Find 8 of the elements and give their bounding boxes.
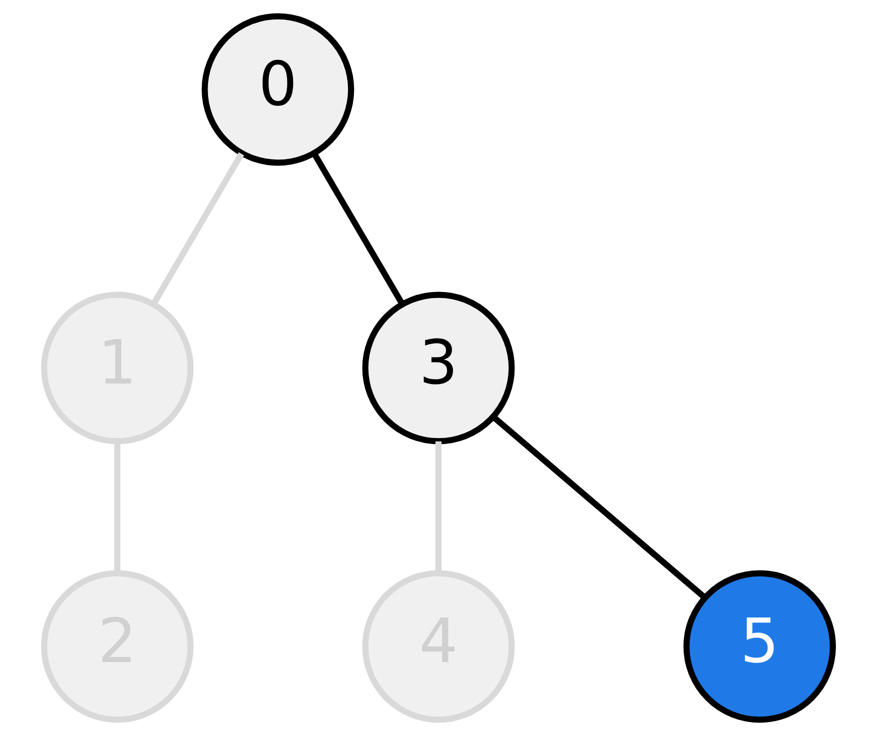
- connector: [311, 152, 404, 306]
- connector: [150, 152, 244, 306]
- connector: [491, 414, 706, 600]
- node-circle: 5: [682, 570, 836, 723]
- connector: [114, 441, 120, 572]
- connector: [434, 441, 442, 572]
- node-circle: 0: [201, 13, 354, 166]
- node-circle: 3: [362, 292, 514, 444]
